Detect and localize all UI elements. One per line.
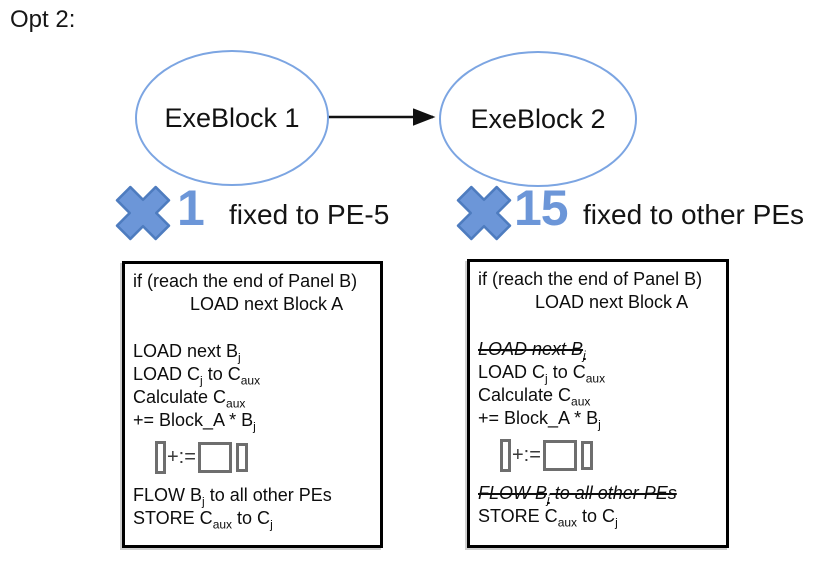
codebox-other-pes: if (reach the end of Panel B) LOAD next B… <box>467 259 729 548</box>
vector-rect-icon <box>235 442 248 472</box>
code-line: if (reach the end of Panel B) <box>133 271 358 291</box>
matrix-square-icon <box>197 441 232 473</box>
vector-op-graphic: +:= <box>155 439 378 475</box>
code-line: LOAD next Bj <box>133 341 241 365</box>
plus-assign-operator: +:= <box>167 445 196 468</box>
multiplier-label-other-pes: fixed to other PEs <box>583 199 805 230</box>
multiplier-count-other-pes: 15 <box>514 180 569 236</box>
code-line: Calculate Caux <box>133 387 246 411</box>
code-line: FLOW Bj to all other PEs <box>478 483 677 507</box>
x-cross-icon <box>115 185 171 241</box>
multiplier-count-pe5: 1 <box>177 180 205 236</box>
code-line: LOAD next Block A <box>190 294 344 314</box>
codebox-pe5: if (reach the end of Panel B) LOAD next B… <box>122 261 383 548</box>
node-exeblock-2: ExeBlock 2 <box>439 51 637 187</box>
code-line: FLOW Bj to all other PEs <box>133 485 332 509</box>
code-line: += Block_A * Bj <box>478 408 601 432</box>
vector-rect-icon <box>580 440 593 470</box>
x-cross-icon <box>456 185 512 241</box>
code-line: STORE Caux to Cj <box>133 508 273 532</box>
plus-assign-operator: +:= <box>512 443 541 466</box>
node-exeblock-1-label: ExeBlock 1 <box>164 102 300 133</box>
code-blank-line <box>133 316 378 340</box>
node-exeblock-1: ExeBlock 1 <box>135 50 329 186</box>
matrix-square-icon <box>542 439 577 471</box>
code-blank-line <box>478 314 724 338</box>
code-line: Calculate Caux <box>478 385 591 409</box>
page-title: Opt 2: <box>10 6 76 33</box>
code-line: LOAD next Block A <box>535 292 689 312</box>
multiplier-label-pe5: fixed to PE-5 <box>229 199 390 230</box>
code-line: STORE Caux to Cj <box>478 506 618 530</box>
code-line: LOAD Cj to Caux <box>133 364 261 388</box>
vector-rect-icon <box>155 440 166 474</box>
node-exeblock-2-label: ExeBlock 2 <box>470 103 606 134</box>
code-line: += Block_A * Bj <box>133 410 256 434</box>
vector-rect-icon <box>500 438 511 472</box>
code-line: LOAD Cj to Caux <box>478 362 606 386</box>
code-line: LOAD next Bj <box>478 339 586 363</box>
vector-op-graphic: +:= <box>500 437 724 473</box>
code-line: if (reach the end of Panel B) <box>478 269 703 289</box>
